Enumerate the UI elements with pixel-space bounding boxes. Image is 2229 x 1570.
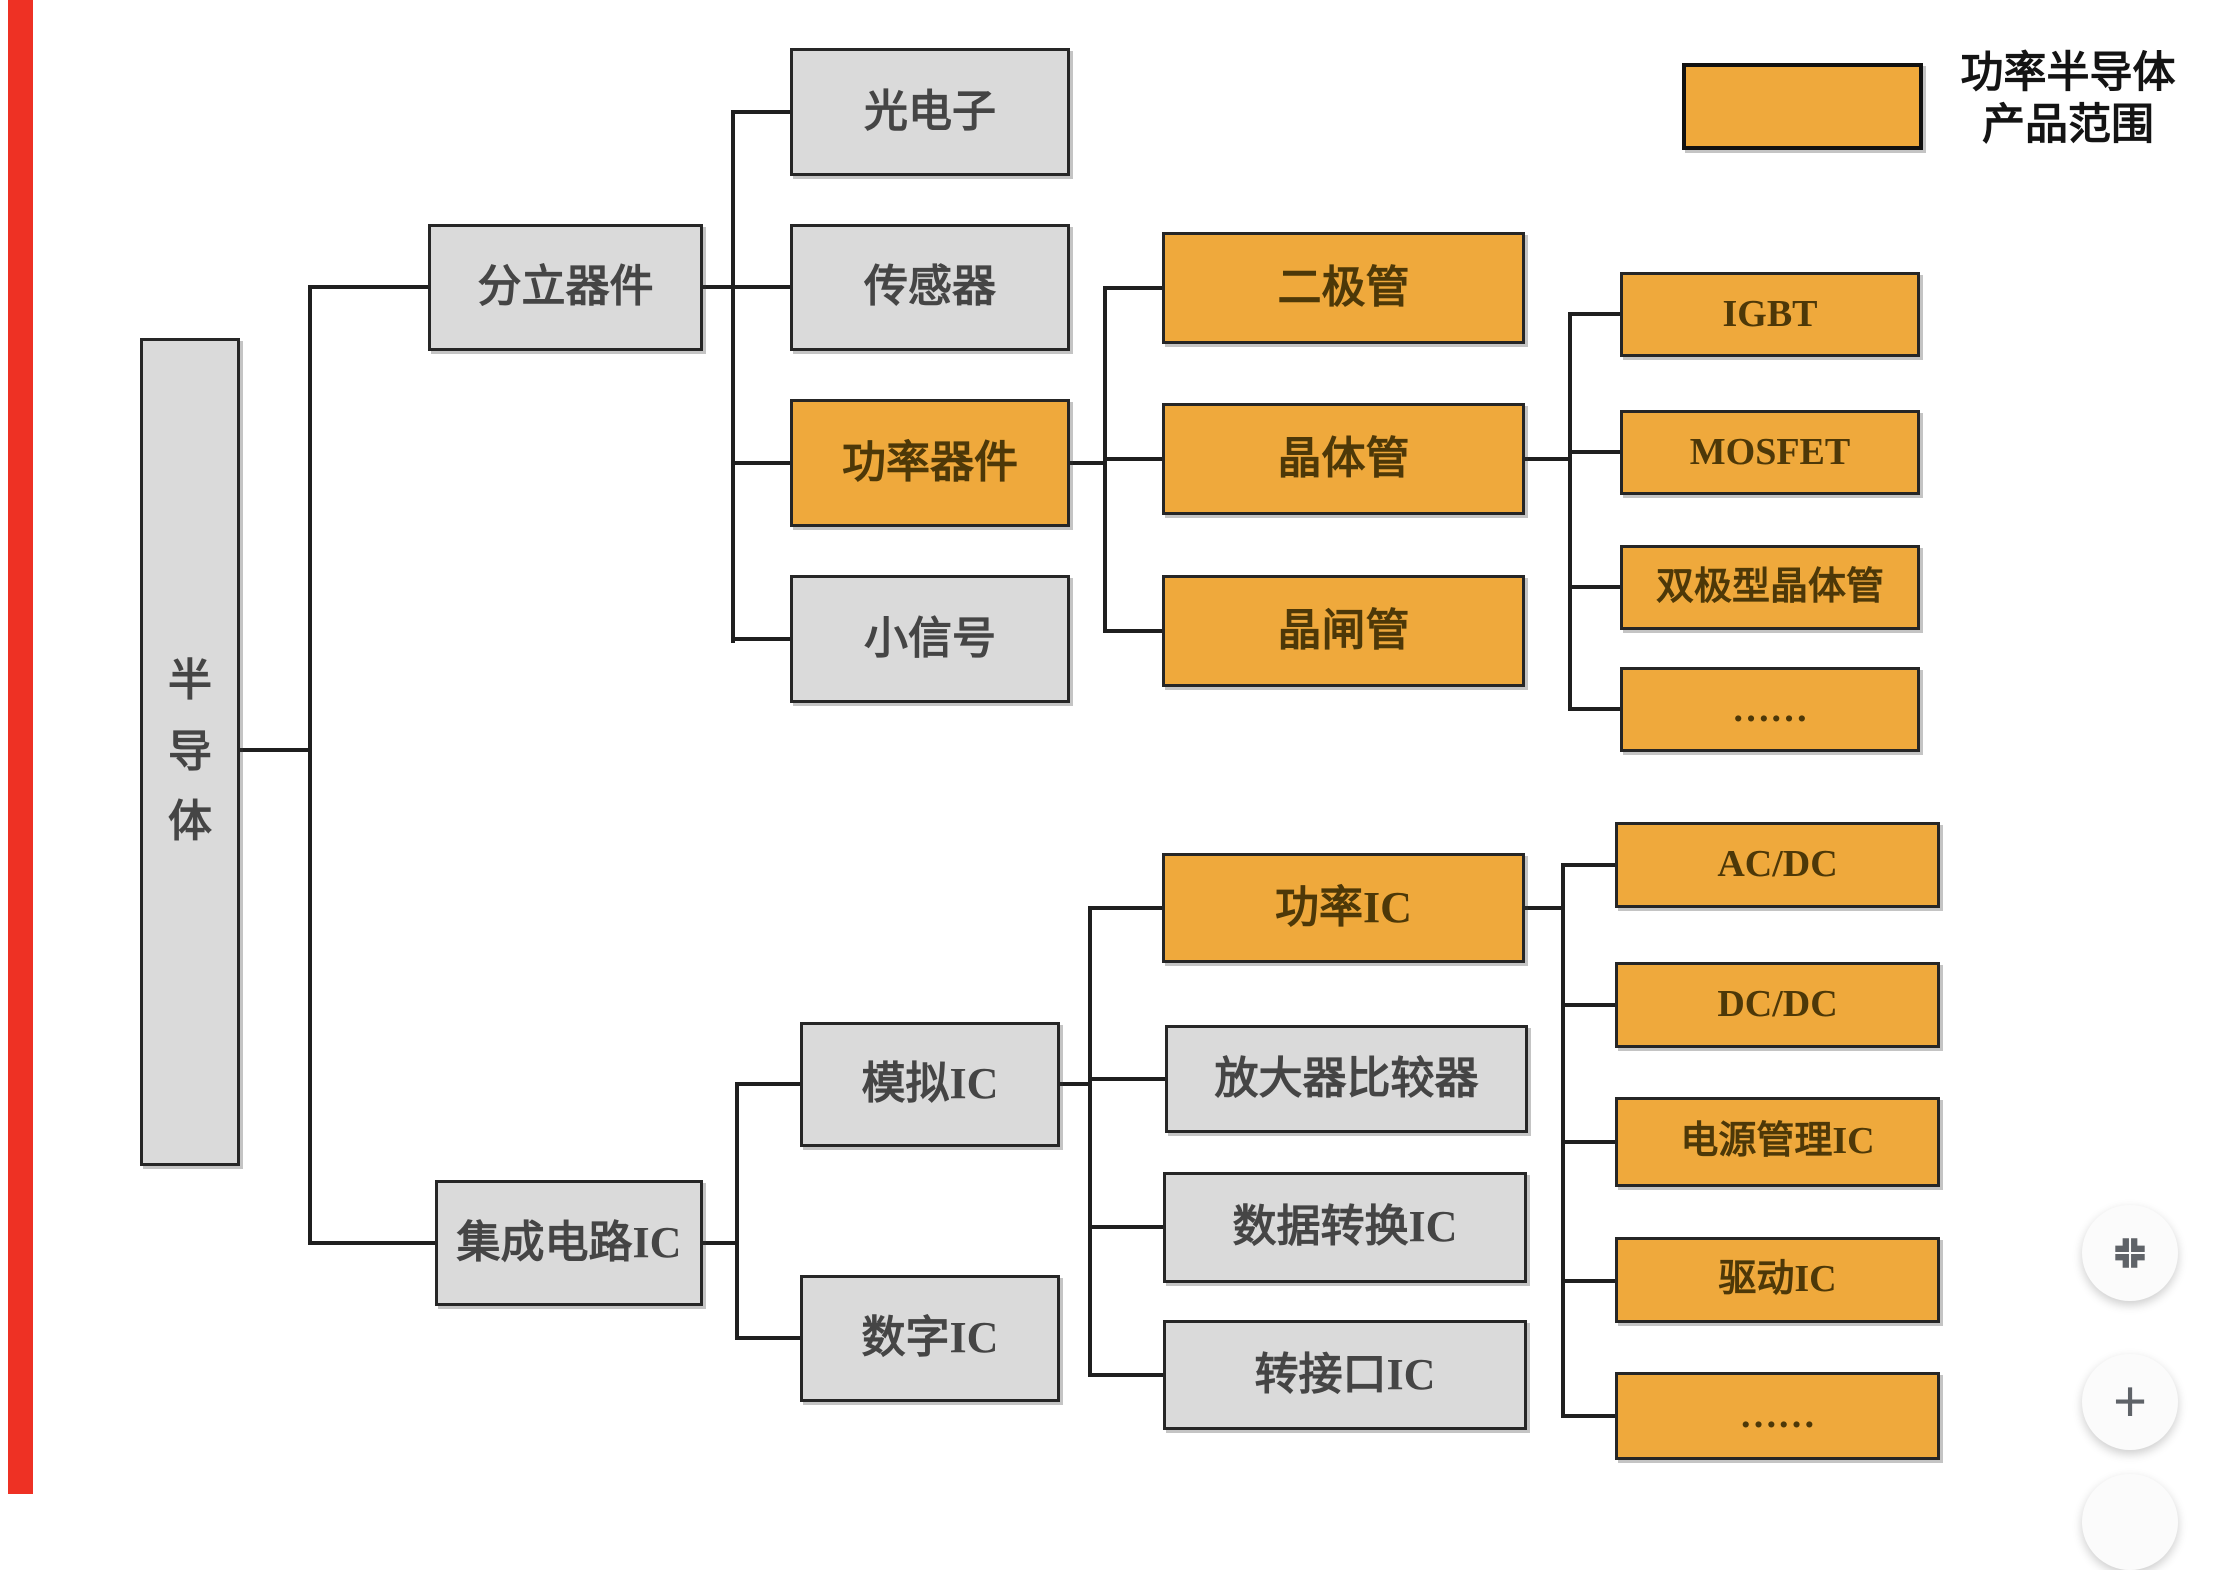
node-label: 小信号 xyxy=(864,613,996,663)
connector-line xyxy=(308,285,312,1245)
node-dcdc: DC/DC xyxy=(1615,962,1940,1048)
node-power-management-ic: 电源管理IC xyxy=(1615,1097,1940,1187)
connector-line xyxy=(1058,1082,1092,1086)
node-power-devices: 功率器件 xyxy=(790,399,1070,527)
node-driver-ic: 驱动IC xyxy=(1615,1237,1940,1323)
node-thyristor: 晶闸管 xyxy=(1162,575,1525,687)
node-label: 模拟IC xyxy=(861,1059,999,1109)
connector-line xyxy=(1103,457,1162,461)
fit-view-button[interactable] xyxy=(2082,1205,2178,1301)
node-ellipsis-discrete: …… xyxy=(1620,667,1920,752)
node-label: …… xyxy=(1732,687,1808,730)
connector-line xyxy=(1088,1077,1169,1081)
node-transistor: 晶体管 xyxy=(1162,403,1525,515)
connector-line xyxy=(1068,461,1107,465)
zoom-out-button-partial[interactable] xyxy=(2082,1474,2178,1570)
node-ellipsis-ic: …… xyxy=(1615,1372,1940,1460)
connector-line xyxy=(701,285,735,289)
node-label: IGBT xyxy=(1722,292,1818,335)
connector-line xyxy=(731,637,792,641)
connector-line xyxy=(731,285,792,289)
node-label: DC/DC xyxy=(1717,983,1838,1026)
node-power-ic: 功率IC xyxy=(1162,853,1525,963)
node-label: 数据转换IC xyxy=(1232,1202,1458,1252)
connector-line xyxy=(1088,1373,1165,1377)
node-label: 双极型晶体管 xyxy=(1655,565,1884,608)
node-label: 驱动IC xyxy=(1718,1258,1837,1301)
left-accent-strip xyxy=(8,0,33,1494)
connector-line xyxy=(735,1082,739,1340)
fit-view-icon xyxy=(2115,1238,2145,1268)
node-label: 功率器件 xyxy=(842,437,1018,487)
node-label: 晶体管 xyxy=(1277,433,1410,483)
connector-line xyxy=(1561,863,1617,867)
connector-line xyxy=(1568,312,1622,316)
connector-line xyxy=(1088,906,1092,1377)
node-label: 分立器件 xyxy=(477,262,654,312)
connector-line xyxy=(1088,1225,1165,1229)
node-label: 光电子 xyxy=(864,86,996,136)
node-label: AC/DC xyxy=(1717,843,1838,886)
node-label: 功率IC xyxy=(1275,882,1412,932)
connector-line xyxy=(308,1241,437,1245)
connector-line xyxy=(238,748,312,752)
connector-line xyxy=(1568,312,1572,711)
connector-line xyxy=(1523,906,1565,910)
connector-line xyxy=(1523,457,1572,461)
node-integrated-circuits: 集成电路IC xyxy=(435,1180,703,1306)
node-label: 转接口IC xyxy=(1254,1349,1436,1399)
connector-line xyxy=(1568,707,1622,711)
connector-line xyxy=(731,110,792,114)
node-digital-ic: 数字IC xyxy=(800,1275,1060,1402)
node-label: 晶闸管 xyxy=(1277,605,1410,655)
legend-label-line1: 功率半导体 xyxy=(1960,50,2176,97)
connector-line xyxy=(731,110,735,643)
connector-line xyxy=(1103,286,1162,290)
node-discrete-devices: 分立器件 xyxy=(428,224,703,351)
node-label: 放大器比较器 xyxy=(1214,1053,1479,1103)
node-label: 数字IC xyxy=(861,1313,999,1363)
node-amplifier-comparator: 放大器比较器 xyxy=(1165,1025,1528,1133)
legend-label: 功率半导体 产品范围 xyxy=(1938,48,2198,153)
plus-icon: + xyxy=(2113,1369,2147,1434)
connector-line xyxy=(1561,1414,1617,1418)
node-label: 传感器 xyxy=(864,262,996,312)
node-small-signal: 小信号 xyxy=(790,575,1070,703)
connector-line xyxy=(1088,906,1164,910)
node-label: 半导体 xyxy=(168,656,212,847)
connector-line xyxy=(1561,1003,1617,1007)
node-acdc: AC/DC xyxy=(1615,822,1940,908)
connector-line xyxy=(1103,629,1162,633)
connector-line xyxy=(1561,1140,1617,1144)
node-bipolar-transistor: 双极型晶体管 xyxy=(1620,545,1920,630)
node-mosfet: MOSFET xyxy=(1620,410,1920,495)
legend-highlight-swatch xyxy=(1682,63,1923,150)
node-label: MOSFET xyxy=(1689,430,1851,473)
legend-label-line2: 产品范围 xyxy=(1982,102,2154,150)
node-igbt: IGBT xyxy=(1620,272,1920,357)
node-data-conversion-ic: 数据转换IC xyxy=(1163,1172,1527,1283)
connector-line xyxy=(1568,450,1622,454)
connector-line xyxy=(735,1336,802,1340)
connector-line xyxy=(701,1241,739,1245)
node-analog-ic: 模拟IC xyxy=(800,1022,1060,1147)
node-sensors: 传感器 xyxy=(790,224,1070,351)
connector-line xyxy=(308,285,430,289)
connector-line xyxy=(735,1082,802,1086)
node-diode: 二极管 xyxy=(1162,232,1525,344)
zoom-in-button[interactable]: + xyxy=(2082,1354,2178,1450)
node-label: …… xyxy=(1739,1394,1816,1437)
node-semiconductor-root: 半导体 xyxy=(140,338,240,1166)
node-optoelectronics: 光电子 xyxy=(790,48,1070,176)
connector-line xyxy=(731,461,792,465)
node-interface-ic: 转接口IC xyxy=(1163,1320,1527,1430)
node-label: 二极管 xyxy=(1277,262,1410,312)
connector-line xyxy=(1561,1279,1617,1283)
node-label: 集成电路IC xyxy=(456,1217,682,1267)
node-label: 电源管理IC xyxy=(1680,1120,1875,1163)
connector-line xyxy=(1568,585,1622,589)
